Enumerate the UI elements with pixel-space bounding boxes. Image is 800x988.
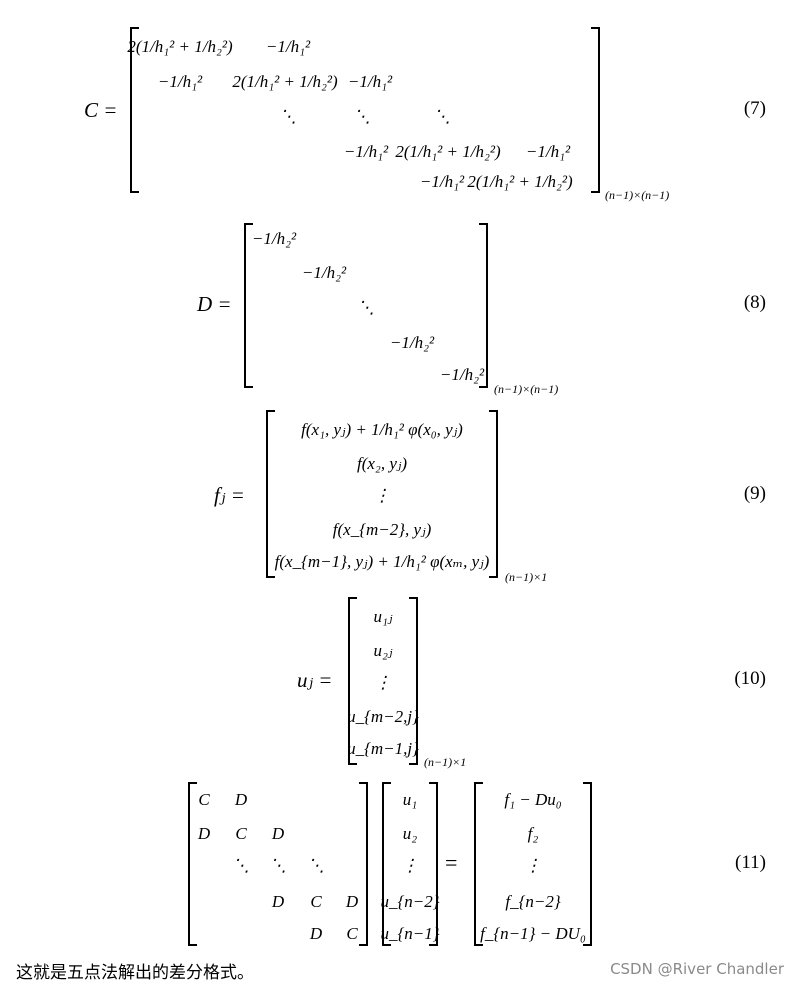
equation-number: (7) [743,98,766,119]
matrix-dimension: (n−1)×(n−1) [605,188,670,202]
vector-entry: ⋮ [373,486,391,505]
rhs-vector: f₁ − Du₀ f₂ ⋮ f_{n−2} f_{n−1} − DU₀ [474,782,592,946]
matrix-cell: D [309,924,323,943]
equation-number: (9) [743,483,766,504]
matrix-cell: 2(1/h₁² + 1/h₂²) [127,37,233,56]
watermark: CSDN @River Chandler [610,960,784,978]
matrix-c: 2(1/h₁² + 1/h₂²) −1/h₁² −1/h₁² 2(1/h₁² +… [127,27,600,193]
vector-f-label: fⱼ = [214,483,245,507]
equation-number: (11) [735,852,766,873]
vector-entry: u₂ [402,824,418,843]
vector-entry: u_{m−1,j} [347,739,419,758]
matrix-cell: ⋱ [433,107,451,126]
matrix-cell: −1/h₁² [525,142,571,161]
matrix-cell: D [234,790,248,809]
unknown-vector: u₁ u₂ ⋮ u_{n−2} u_{n−1} [380,782,440,946]
vector-u-label: uⱼ = [297,668,333,692]
matrix-cell: −1/h₂² [439,365,485,384]
caption-text: 这就是五点法解出的差分格式。 [16,963,254,983]
vector-entry: f_{n−2} [505,892,561,911]
matrix-cell: ⋱ [307,856,325,875]
vector-entry: f₂ [527,824,539,843]
vector-entry: f(x₁, yⱼ) + 1/h₁² φ(x₀, yⱼ) [301,420,463,439]
vector-entry: u₁ⱼ [373,607,393,626]
vector-entry: u₁ [402,790,418,809]
matrix-cell: C [310,892,322,911]
equation-8: D = −1/h₂² −1/h₂² ⋱ −1/h₂² −1/h₂² (n−1)×… [0,218,800,398]
matrix-d: −1/h₂² −1/h₂² ⋱ −1/h₂² −1/h₂² [244,223,488,388]
matrix-cell: ⋱ [357,298,375,317]
matrix-cell: C [235,824,247,843]
block-matrix: C D D C D ⋱ ⋱ ⋱ D C D D C [188,782,368,946]
equation-10: uⱼ = u₁ⱼ u₂ⱼ ⋮ u_{m−2,j} u_{m−1,j} (n−1)… [0,592,800,774]
equation-number: (10) [734,668,766,689]
equation-11: C D D C D ⋱ ⋱ ⋱ D C D D C u₁ u₂ ⋮ u_{n−2… [0,778,800,953]
matrix-cell: D [197,824,211,843]
matrix-cell: −1/h₁² [347,72,393,91]
vector-entry: f(x₂, yⱼ) [356,454,408,473]
matrix-cell: ⋱ [232,856,250,875]
matrix-cell: −1/h₁² [419,172,465,191]
vector-u: u₁ⱼ u₂ⱼ ⋮ u_{m−2,j} u_{m−1,j} [347,597,419,765]
vector-entry: u_{n−1} [380,924,440,943]
vector-entry: f_{n−1} − DU₀ [480,924,586,943]
vector-entry: ⋮ [401,856,419,875]
vector-dimension: (n−1)×1 [505,570,548,584]
matrix-cell: 2(1/h₁² + 1/h₂²) [395,142,501,161]
equals-sign: = [445,850,458,875]
matrix-dimension: (n−1)×(n−1) [494,382,559,396]
vector-entry: f(x_{m−1}, yⱼ) + 1/h₁² φ(xₘ, yⱼ) [274,552,490,571]
matrix-cell: −1/h₂² [301,263,347,282]
matrix-cell: 2(1/h₁² + 1/h₂²) [467,172,573,191]
matrix-cell: C [346,924,358,943]
matrix-cell: −1/h₂² [389,333,435,352]
matrix-cell: D [345,892,359,911]
matrix-cell: −1/h₂² [251,229,297,248]
matrix-cell: ⋱ [353,107,371,126]
matrix-c-label: C = [84,98,118,122]
matrix-cell: −1/h₁² [157,72,203,91]
matrix-cell: ⋱ [279,107,297,126]
vector-dimension: (n−1)×1 [424,755,467,769]
vector-f: f(x₁, yⱼ) + 1/h₁² φ(x₀, yⱼ) f(x₂, yⱼ) ⋮ … [266,410,498,578]
equation-number: (8) [743,292,766,313]
matrix-cell: −1/h₁² [265,37,311,56]
matrix-cell: −1/h₁² [343,142,389,161]
matrix-cell: D [271,892,285,911]
matrix-cell: D [271,824,285,843]
vector-entry: ⋮ [524,856,542,875]
matrix-cell: 2(1/h₁² + 1/h₂²) [232,72,338,91]
vector-entry: ⋮ [374,673,392,692]
matrix-cell: ⋱ [269,856,287,875]
vector-entry: f₁ − Du₀ [504,790,562,809]
equation-7: C = 2(1/h₁² + 1/h₂²) −1/h₁² −1/h₁² 2(1/h… [0,22,800,212]
vector-entry: u_{m−2,j} [347,707,419,726]
matrix-cell: C [198,790,210,809]
vector-entry: u₂ⱼ [373,641,393,660]
equation-9: fⱼ = f(x₁, yⱼ) + 1/h₁² φ(x₀, yⱼ) f(x₂, y… [0,405,800,587]
vector-entry: f(x_{m−2}, yⱼ) [332,520,432,539]
matrix-d-label: D = [197,292,232,316]
vector-entry: u_{n−2} [380,892,440,911]
